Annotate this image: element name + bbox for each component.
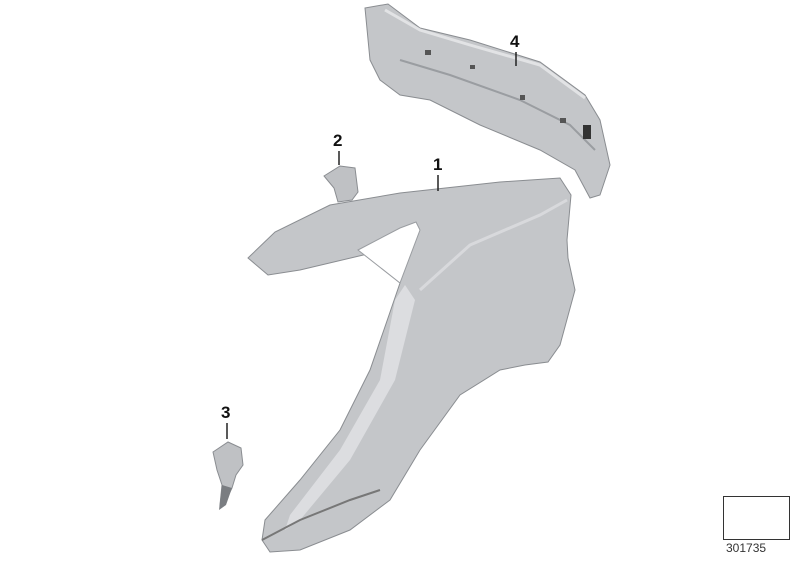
reference-icon-box (723, 496, 790, 540)
part-3-sill-bracket[interactable] (212, 441, 244, 510)
callout-2[interactable]: 2 (333, 131, 343, 150)
part-2-bracket[interactable] (323, 165, 359, 203)
part-4-rear-panel[interactable] (364, 3, 611, 199)
callout-1[interactable]: 1 (433, 155, 443, 174)
callout-3[interactable]: 3 (221, 403, 231, 422)
reference-number: 301735 (726, 541, 767, 555)
callout-4[interactable]: 4 (510, 32, 520, 51)
part-1-side-panel[interactable] (247, 177, 576, 553)
